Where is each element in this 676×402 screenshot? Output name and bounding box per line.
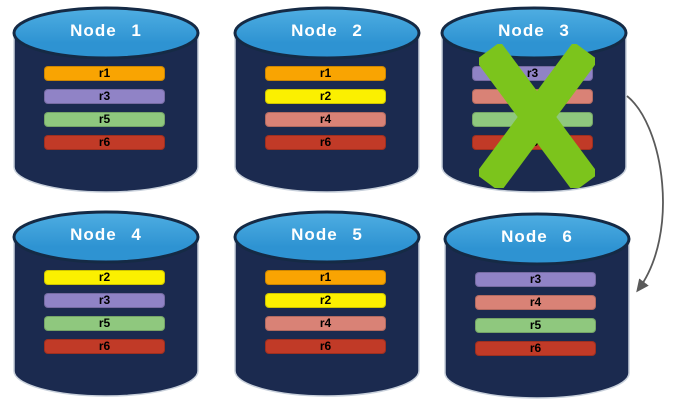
node-5: Node 5 r1 r2 r4 r6 [233, 210, 421, 398]
replica-label: r3 [98, 293, 111, 307]
replica-label: r3 [526, 66, 539, 80]
node-title: Node 5 [291, 225, 363, 244]
replica-label: r6 [98, 339, 111, 353]
replica-label: r4 [319, 316, 332, 330]
node-title: Node 4 [70, 225, 142, 244]
replica-bar: r5 [44, 112, 165, 127]
replica-label: r6 [98, 135, 111, 149]
replica-label: r4 [529, 295, 542, 309]
replica-bar: r1 [44, 66, 165, 81]
replica-bar: r3 [44, 89, 165, 104]
replica-label: r5 [98, 112, 111, 126]
node-4: Node 4 r2 r3 r5 r6 [12, 210, 200, 398]
node-6: Node 6 r3 r4 r5 r6 [443, 212, 631, 400]
replica-bar: r2 [265, 293, 386, 308]
replica-label: r6 [319, 339, 332, 353]
replica-label: r3 [529, 272, 542, 286]
replica-label: r1 [319, 270, 332, 284]
replica-bar: r6 [44, 135, 165, 150]
node-1: Node 1 r1 r3 r5 r6 [12, 6, 200, 194]
replica-label: r1 [319, 66, 332, 80]
node-title: Node 1 [70, 21, 142, 40]
replica-bar: r4 [265, 316, 386, 331]
failover-arrow [626, 95, 664, 293]
node-title: Node 3 [498, 21, 570, 40]
node-title: Node 2 [291, 21, 363, 40]
replica-bar: r1 [265, 270, 386, 285]
replica-bar: r6 [44, 339, 165, 354]
replica-bar: r4 [265, 112, 386, 127]
replica-label: r6 [529, 341, 542, 355]
replica-label: r4 [319, 112, 332, 126]
node-title: Node 6 [501, 227, 573, 246]
node-2: Node 2 r1 r2 r4 r6 [233, 6, 421, 194]
replica-label: r1 [98, 66, 111, 80]
replica-bar: r5 [475, 318, 596, 333]
replica-label: r2 [319, 89, 332, 103]
replica-label: r2 [98, 270, 111, 284]
replica-bar: r6 [475, 341, 596, 356]
replica-label: r6 [319, 135, 332, 149]
replica-bar: r4 [475, 295, 596, 310]
replica-bar: r2 [44, 270, 165, 285]
replica-bar: r3 [475, 272, 596, 287]
replica-label: r5 [98, 316, 111, 330]
replica-bar: r2 [265, 89, 386, 104]
replica-bar: r3 [44, 293, 165, 308]
replica-bar: r6 [265, 339, 386, 354]
failure-x-icon [479, 44, 595, 188]
replica-bar: r1 [265, 66, 386, 81]
replica-label: r5 [529, 318, 542, 332]
replica-label: r2 [319, 293, 332, 307]
replica-label: r3 [98, 89, 111, 103]
replica-bar: r5 [44, 316, 165, 331]
replica-bar: r6 [265, 135, 386, 150]
